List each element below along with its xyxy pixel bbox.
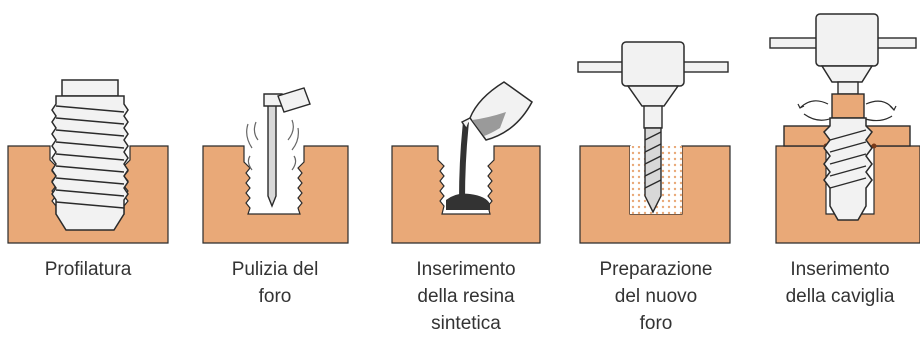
dowel-insertion-icon	[769, 13, 917, 221]
step-2-illustration	[202, 87, 349, 244]
caption-line: Pulizia del	[231, 259, 319, 280]
caption-line: Inserimento	[790, 259, 890, 280]
cleaning-nozzle-icon	[246, 87, 311, 208]
step-1-illustration	[7, 79, 169, 244]
step-4-illustration	[577, 41, 731, 244]
caption-line: sintetica	[431, 313, 501, 334]
threaded-insert-icon	[51, 79, 129, 231]
step-5-illustration	[769, 13, 920, 244]
step-caption-1: Profilatura	[8, 256, 168, 283]
caption-line: Profilatura	[44, 259, 132, 280]
drill-bit-icon	[577, 41, 729, 214]
caption-line: Preparazione	[599, 259, 713, 280]
step-caption-5: Inserimento della caviglia	[760, 256, 920, 310]
step-caption-2: Pulizia del foro	[195, 256, 355, 310]
wood-block	[202, 145, 349, 244]
step-3-illustration	[391, 81, 541, 244]
caption-line: foro	[639, 313, 673, 334]
caption-line: Inserimento	[416, 259, 516, 280]
caption-line: foro	[258, 286, 292, 307]
caption-line: della resina	[417, 286, 515, 307]
resin-pour-icon	[446, 81, 533, 210]
step-caption-3: Inserimento della resina sintetica	[386, 256, 546, 337]
caption-line: del nuovo	[614, 286, 698, 307]
caption-line: della caviglia	[785, 286, 895, 307]
step-caption-4: Preparazione del nuovo foro	[576, 256, 736, 337]
